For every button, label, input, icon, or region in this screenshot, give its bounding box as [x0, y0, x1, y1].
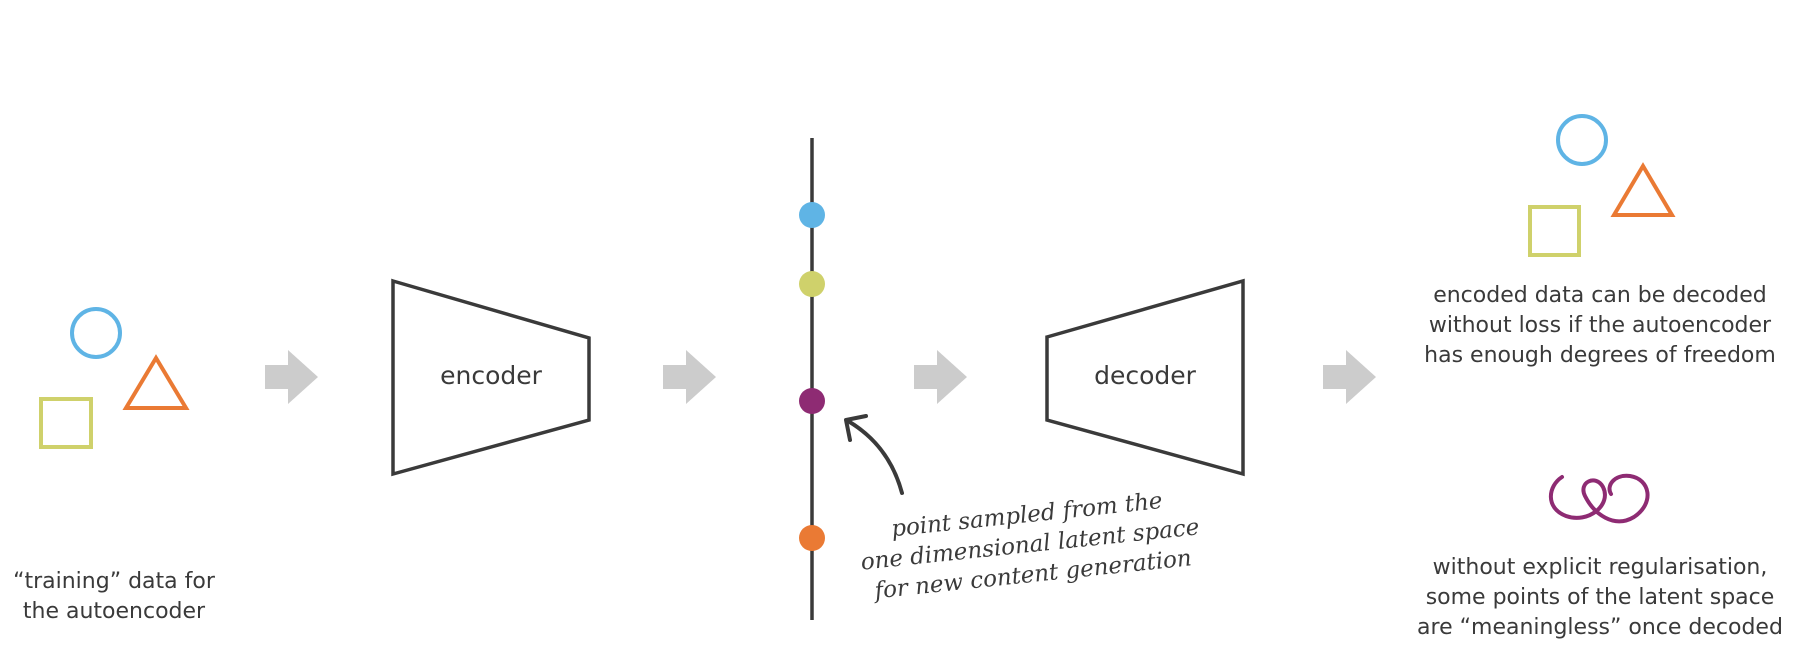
output-triangle-icon: [1610, 162, 1676, 217]
output-top-caption-line: has enough degrees of freedom: [1424, 343, 1776, 368]
input-square-icon: [39, 397, 93, 449]
input-caption-line: the autoencoder: [22, 599, 206, 624]
output-square-icon: [1528, 205, 1581, 257]
output-bottom-caption-line: are “meaningless” once decoded: [1417, 615, 1783, 640]
latent-point-orange: [799, 525, 825, 551]
output-bottom-caption-line: some points of the latent space: [1425, 585, 1775, 610]
decoder-label: decoder: [1094, 361, 1196, 390]
curved-pointer-arrow-icon: [846, 419, 904, 495]
flow-arrow-3-icon: [914, 350, 967, 404]
decoder-block: [1045, 278, 1245, 477]
flow-arrow-2-icon: [663, 350, 716, 404]
input-caption: “training” data for the autoencoder: [0, 567, 228, 627]
latent-point-yellow: [799, 271, 825, 297]
curved-pointer-arrowhead-icon: [844, 414, 868, 442]
input-caption-line: “training” data for: [13, 569, 215, 594]
latent-point-purple: [799, 388, 825, 414]
output-top-caption: encoded data can be decoded without loss…: [1410, 281, 1790, 371]
flow-arrow-1-icon: [265, 350, 318, 404]
output-top-caption-line: encoded data can be decoded: [1433, 283, 1767, 308]
output-top-caption-line: without loss if the autoencoder: [1428, 313, 1772, 338]
encoder-block: [391, 278, 591, 477]
flow-arrow-4-icon: [1323, 350, 1376, 404]
input-triangle-icon: [122, 354, 190, 410]
output-circle-icon: [1556, 114, 1608, 166]
input-circle-icon: [70, 307, 122, 359]
encoder-label: encoder: [440, 361, 542, 390]
scribble-shape-icon: [1548, 473, 1650, 524]
output-bottom-caption-line: without explicit regularisation,: [1432, 555, 1768, 580]
latent-point-blue: [799, 202, 825, 228]
output-bottom-caption: without explicit regularisation, some po…: [1410, 553, 1790, 643]
